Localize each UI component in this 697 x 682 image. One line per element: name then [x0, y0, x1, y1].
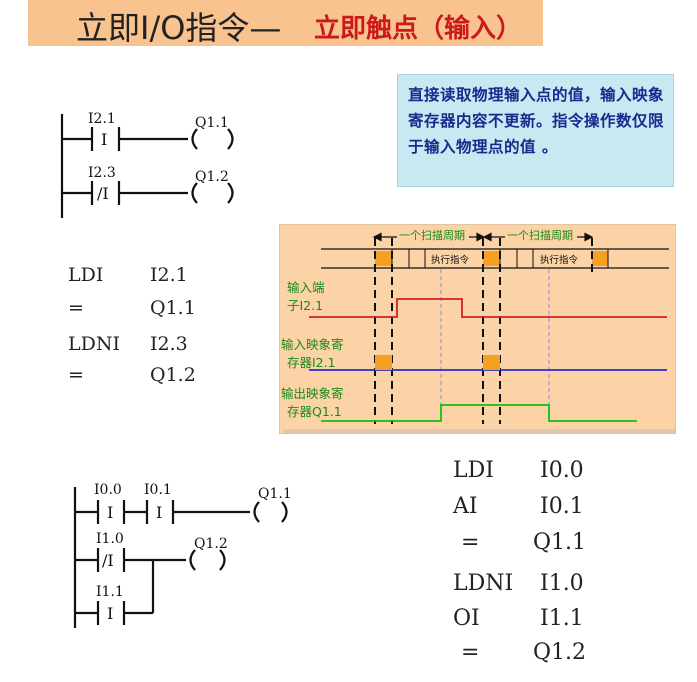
output-image-label-line2: 存器Q1.1: [287, 404, 342, 419]
contact-mark-i0-0: I: [107, 503, 113, 522]
stl2-arg-2: I0.1: [540, 494, 584, 519]
stl2-arg-6: Q1.2: [533, 640, 587, 665]
output-image-label-line1: 输出映象寄: [281, 386, 344, 401]
note-box: 直接读取物理输入点的值，输入映象寄存器内容不更新。指令操作数仅限于输入物理点的值…: [397, 74, 674, 187]
contact-addr-i2-1: I2.1: [88, 111, 116, 127]
stl-arg-4: Q1.2: [150, 364, 196, 386]
stl2-op-3: =: [461, 530, 480, 555]
contact-addr-i1-0: I1.0: [96, 531, 124, 547]
coil-addr-q1-2-b: Q1.2: [194, 536, 228, 552]
stl2-op-1: LDI: [453, 458, 494, 483]
contact-mark-i0-1: I: [156, 503, 162, 522]
stl-arg-1: I2.1: [150, 264, 188, 286]
stl2-arg-1: I0.0: [540, 458, 584, 483]
input-terminal-label-line2: 子I2.1: [287, 298, 323, 313]
stl-op-4: =: [68, 364, 84, 386]
exec-instruction-label-2: 执行指令: [540, 254, 579, 266]
input-image-label-line1: 输入映象寄: [281, 337, 344, 352]
contact-mark-i2-1: I: [101, 130, 107, 149]
stl2-arg-4: I1.0: [540, 571, 584, 596]
coil-addr-q1-1: Q1.1: [195, 115, 229, 131]
stl2-op-2: AI: [453, 494, 478, 519]
title-bar: 立即I/O指令— 立即触点（输入）: [28, 0, 543, 47]
contact-mark-i1-1: I: [107, 604, 113, 623]
stl-op-3: LDNI: [68, 333, 120, 355]
stl2-op-6: =: [461, 640, 480, 665]
stl2-arg-5: I1.1: [540, 606, 584, 631]
page-subtitle: 立即触点（输入）: [314, 14, 523, 44]
stl-arg-3: I2.3: [150, 333, 188, 355]
input-image-label-line2: 存器I2.1: [287, 355, 336, 370]
note-text: 直接读取物理输入点的值，输入映象寄存器内容不更新。指令操作数仅限于输入物理点的值…: [408, 86, 665, 156]
stl2-op-4: LDNI: [453, 571, 514, 596]
coil-addr-q1-2: Q1.2: [195, 169, 229, 185]
stl2-arg-3: Q1.1: [533, 530, 587, 555]
contact-addr-i0-1: I0.1: [144, 482, 172, 498]
coil-addr-q1-1-b: Q1.1: [258, 486, 292, 502]
page-title: 立即I/O指令—: [76, 9, 282, 47]
stl-arg-2: Q1.1: [150, 297, 196, 319]
contact-mark-i1-0: /I: [102, 551, 114, 570]
stl2-op-5: OI: [453, 606, 480, 631]
exec-instruction-label-1: 执行指令: [431, 254, 470, 266]
input-terminal-label-line1: 输入端: [287, 280, 325, 295]
stl-op-2: =: [68, 297, 84, 319]
contact-mark-i2-3: /I: [97, 184, 109, 203]
contact-addr-i1-1: I1.1: [96, 584, 124, 600]
contact-addr-i2-3: I2.3: [88, 165, 116, 181]
scan-period-label-2: 一个扫描周期: [507, 228, 573, 242]
contact-addr-i0-0: I0.0: [94, 482, 122, 498]
scan-period-label-1: 一个扫描周期: [399, 228, 465, 242]
timing-diagram: 一个扫描周期 一个扫描周期 执行指令 执行指令 输入端 子I2.1 输入映象寄 …: [279, 224, 676, 434]
stl-op-1: LDI: [68, 264, 104, 286]
